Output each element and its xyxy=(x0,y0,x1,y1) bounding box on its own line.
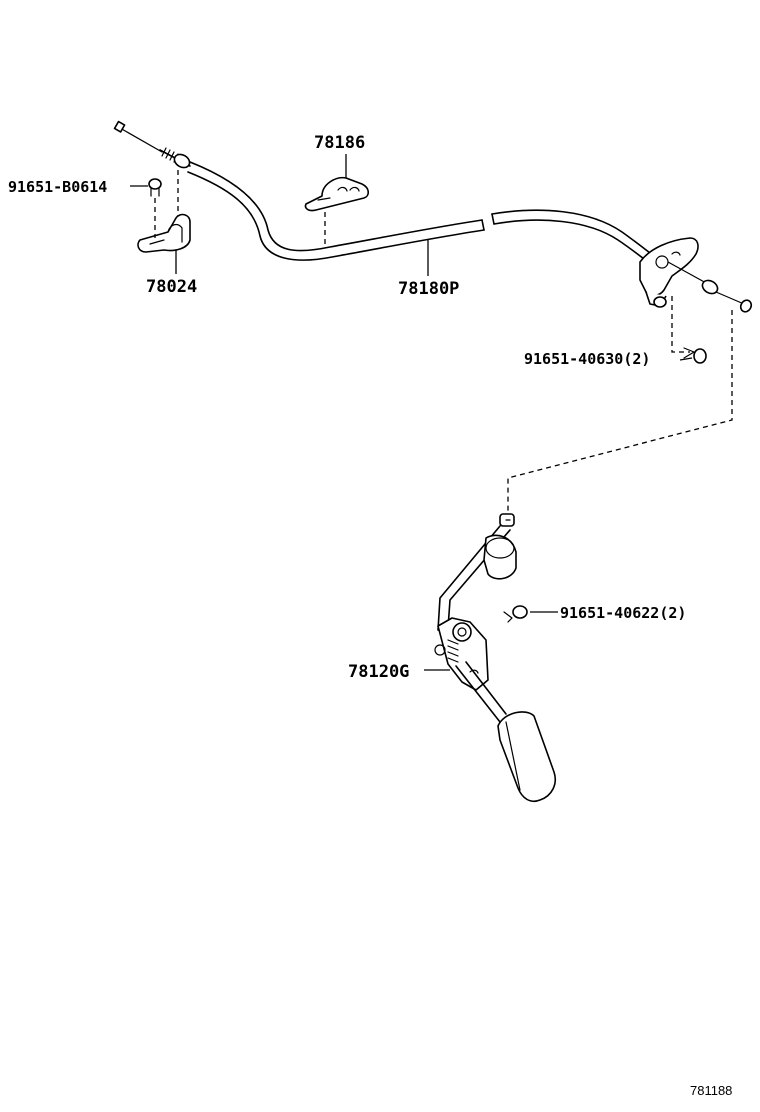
label-91651-40622: 91651-40622(2) xyxy=(560,604,686,622)
accelerator-cable[interactable] xyxy=(113,120,655,263)
label-91651-b0614: 91651-B0614 xyxy=(8,178,107,196)
cable-bracket xyxy=(639,237,753,313)
diagram-id: 781188 xyxy=(690,1083,732,1098)
label-91651-40630: 91651-40630(2) xyxy=(524,350,650,368)
bolt-91651-40630[interactable] xyxy=(683,347,707,364)
cable-clamp-78024[interactable] xyxy=(137,213,191,253)
label-78180p: 78180P xyxy=(398,279,459,299)
accelerator-pedal[interactable] xyxy=(434,513,556,803)
label-78186: 78186 xyxy=(314,133,365,153)
label-78024: 78024 xyxy=(146,277,197,297)
label-78120g: 78120G xyxy=(348,662,409,682)
bolt-91651-b0614[interactable] xyxy=(148,178,162,197)
cable-clamp-78186[interactable] xyxy=(304,176,370,212)
bolt-91651-40622[interactable] xyxy=(503,605,528,623)
